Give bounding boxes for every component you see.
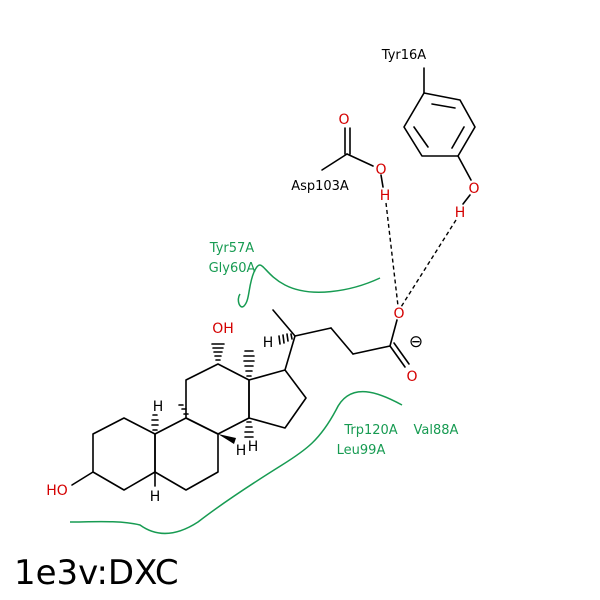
h-20-label: H	[263, 335, 274, 351]
c17-c20-bond	[284, 335, 296, 371]
h-5-label: H	[150, 489, 161, 505]
hydrophobic-leu99-label: Leu99A	[337, 443, 386, 458]
tyr16-hydrogen: H	[455, 205, 466, 221]
hydrophobic-arc-upper	[237, 264, 381, 308]
c24-o-double-bond-2	[393, 342, 410, 365]
c23-c24-bond	[352, 345, 391, 355]
c14-h-hashed-bond	[244, 421, 254, 438]
hydrophobic-tyr57-label: Tyr57A	[209, 241, 254, 256]
c12-oh-hashed-bond	[211, 343, 225, 361]
tyr16-label: Tyr16A	[381, 48, 426, 63]
c24-o-double-bond	[389, 345, 406, 368]
hydrophobic-gly60-label: Gly60A	[209, 261, 256, 276]
ring-d	[248, 369, 307, 429]
hydrophobic-arc-lower	[69, 391, 403, 535]
ring-a	[92, 417, 156, 491]
page-title: 1e3v:DXC	[14, 553, 179, 593]
asp103-hydroxyl-oxygen: O	[375, 162, 386, 178]
hbond-asp103	[385, 202, 399, 307]
ligand-dxc: HO OH H	[46, 306, 423, 505]
tyr16-ring-inner-bond	[451, 126, 465, 149]
tyr16-residue: Tyr16A O H	[381, 48, 480, 221]
c24-o-bond	[389, 319, 398, 347]
h-8-label: H	[236, 443, 247, 459]
asp103-residue: O O H Asp103A	[291, 112, 390, 204]
asp103-carbonyl-oxygen: O	[338, 112, 349, 128]
asp103-hydroxyl-bond	[346, 153, 374, 167]
hbond-tyr16	[400, 219, 457, 308]
carboxylate-oxygen-top: O	[393, 306, 404, 322]
asp103-backbone-bond	[321, 153, 348, 171]
c20-h-hashed-bond	[278, 333, 293, 345]
hydrophobic-trp120-label: Trp120A	[343, 423, 397, 438]
tyr16-ring-inner-bond	[413, 126, 429, 148]
carboxylate-oxygen-bottom: O	[406, 369, 417, 385]
c20-c22-bond	[294, 327, 332, 337]
c20-c21-bond	[272, 309, 296, 337]
c22-c23-bond	[330, 327, 354, 355]
tyr16-oh-bond	[457, 155, 472, 181]
asp103-hydrogen: H	[380, 188, 391, 204]
c8-h-wedge-bond	[218, 434, 236, 444]
h-9-label: H	[153, 399, 164, 415]
asp103-oh-h-bond	[380, 174, 384, 188]
asp103-label: Asp103A	[291, 179, 349, 194]
c3-oh-bond	[71, 471, 94, 486]
hydrophobic-val88-label: Val88A	[414, 423, 459, 438]
tyr16-oxygen: O	[468, 181, 479, 197]
tyr16-ring-inner-bond	[431, 103, 456, 109]
oh-12-label: OH	[212, 321, 234, 337]
h-14-label: H	[248, 439, 259, 455]
tyr16-ring	[403, 92, 476, 157]
negative-charge-icon: ⊖	[409, 332, 423, 352]
c10-methyl-hashed-bond	[151, 414, 159, 431]
tyr16-oh-h-bond	[462, 194, 471, 205]
c9-h-hashed-bond	[178, 404, 189, 415]
ring-c	[185, 363, 250, 435]
ho-3-label: HO	[46, 483, 68, 499]
c18-methyl-hashed-bond	[243, 350, 255, 377]
